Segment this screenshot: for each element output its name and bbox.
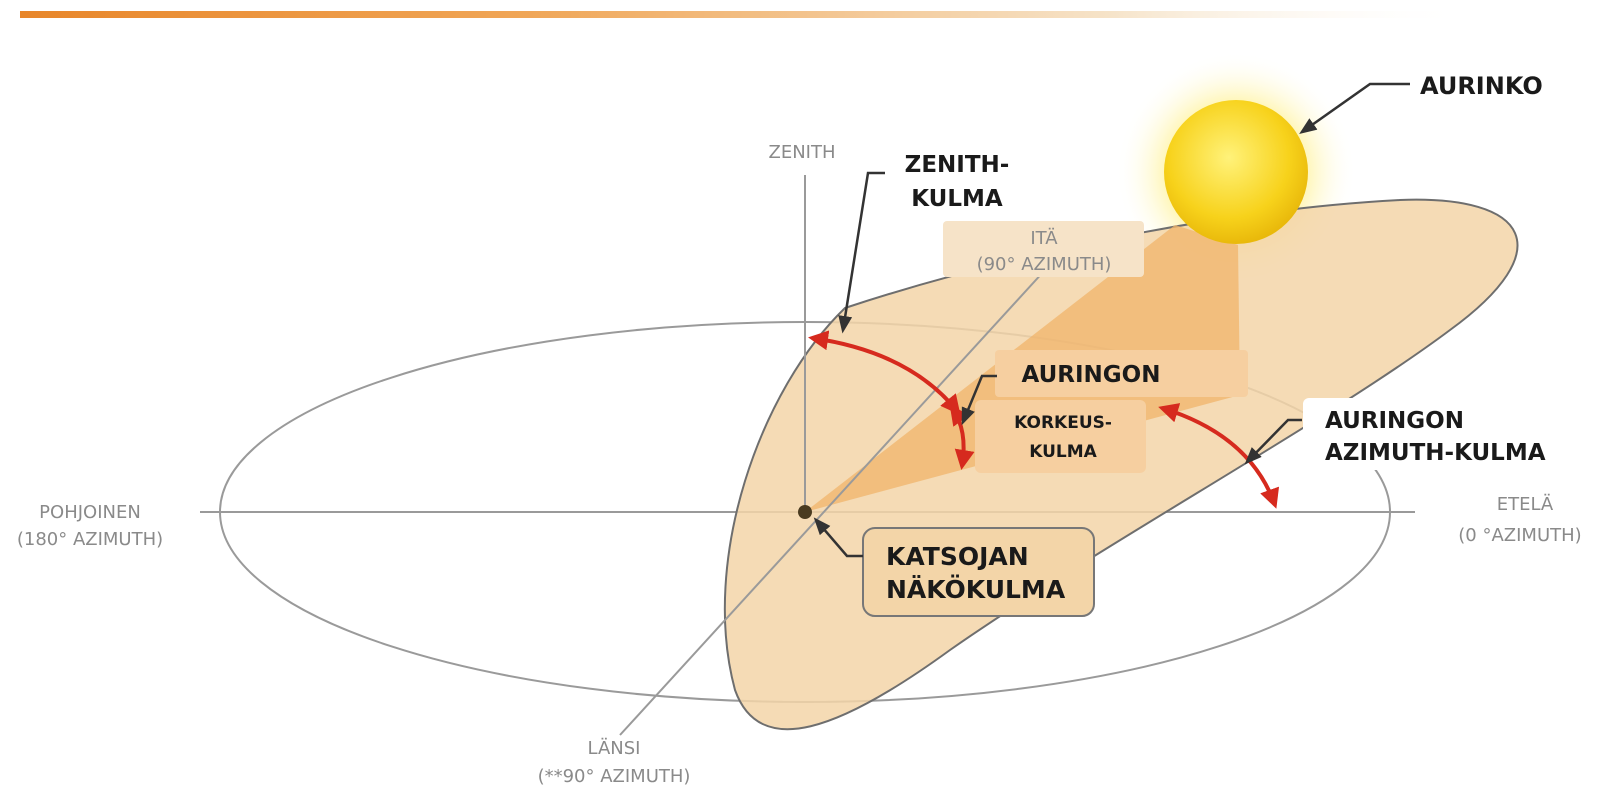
altitude-label-box [975, 400, 1146, 473]
east-label-box [943, 221, 1144, 277]
observer-leader [813, 517, 863, 558]
altitude-leader [961, 374, 997, 426]
south-label-1: ETELÄ [1497, 494, 1554, 515]
zenith-angle-leader [838, 171, 885, 334]
north-label-2: (180° AZIMUTH) [17, 529, 163, 550]
west-label-2: (**90° AZIMUTH) [538, 766, 691, 787]
sun-icon [1164, 100, 1308, 244]
observer-label-2: NÄKÖKULMA [886, 574, 1066, 604]
azimuth-leader [1244, 418, 1302, 465]
azimuth-label-1: AURINGON [1325, 408, 1464, 434]
azimuth-label-box [1303, 398, 1568, 470]
east-label-1: ITÄ [1030, 228, 1058, 249]
zenith-label: ZENITH [768, 142, 835, 163]
altitude-title-label: AURINGON [1022, 362, 1161, 388]
sun-leader [1299, 82, 1410, 135]
zenith-angle-label-2: KULMA [911, 186, 1003, 212]
altitude-label-2: KULMA [1029, 442, 1097, 462]
zenith-angle-label-1: ZENITH- [905, 152, 1010, 178]
zenith-angle-arc [808, 330, 961, 416]
west-label-1: LÄNSI [588, 738, 641, 759]
altitude-label-1: KORKEUS- [1014, 413, 1112, 433]
north-label-1: POHJOINEN [39, 502, 141, 523]
altitude-angle-arc [949, 404, 975, 470]
header-accent-bar [20, 11, 1470, 18]
sun-label: AURINKO [1420, 72, 1543, 100]
east-label-2: (90° AZIMUTH) [977, 254, 1112, 275]
south-label-2: (0 °AZIMUTH) [1458, 525, 1581, 546]
azimuth-angle-arc [1158, 403, 1280, 509]
east-west-axis [619, 269, 1046, 736]
observer-label-1: KATSOJAN [886, 542, 1029, 571]
azimuth-label-2: AZIMUTH-KULMA [1325, 440, 1546, 466]
altitude-title-box [995, 350, 1248, 397]
observer-label-box [862, 527, 1095, 617]
observer-point [798, 505, 812, 519]
